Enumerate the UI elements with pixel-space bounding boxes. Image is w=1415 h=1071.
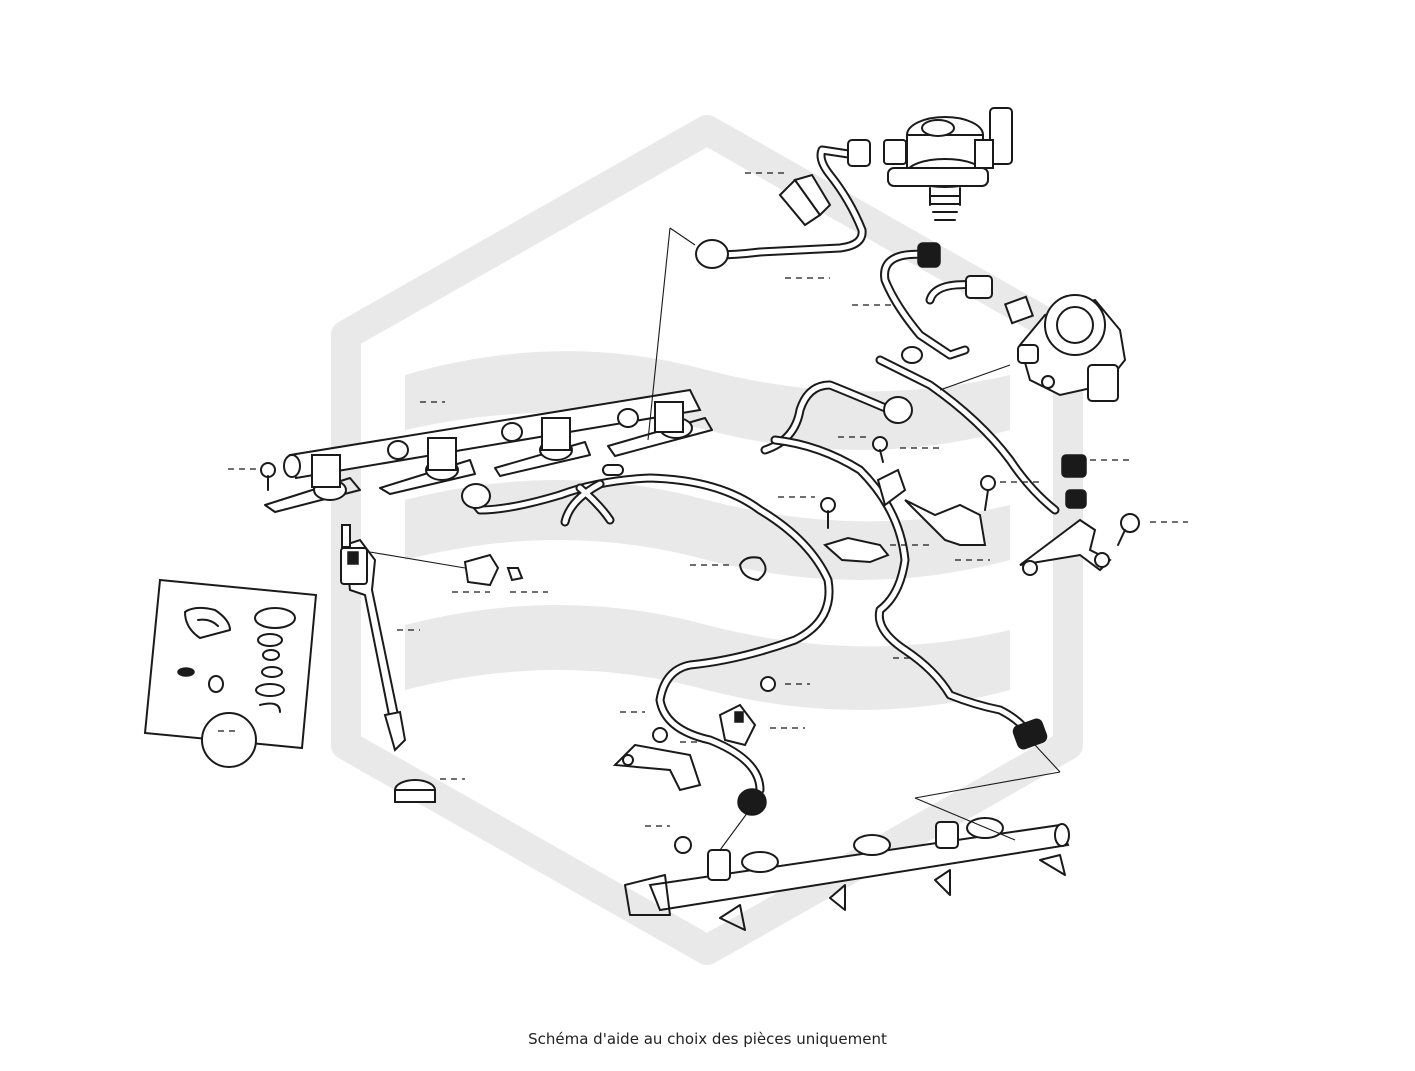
fuel-line-main[interactable] xyxy=(760,355,1060,515)
bracket-left[interactable] xyxy=(612,743,702,792)
fuel-line-lower-left[interactable] xyxy=(461,473,834,816)
seal-cap[interactable] xyxy=(463,553,524,587)
caption: Schéma d'aide au choix des pièces unique… xyxy=(528,1030,887,1048)
reference-markers xyxy=(218,172,1188,827)
fuel-line-pump-connector[interactable] xyxy=(880,242,993,364)
injector[interactable] xyxy=(340,524,407,752)
fuel-rail-lower[interactable] xyxy=(624,817,1070,931)
high-pressure-pump-top[interactable] xyxy=(883,107,1013,221)
seal-ring-bottom[interactable] xyxy=(394,779,436,803)
clamp-small[interactable] xyxy=(822,536,890,564)
fuel-line-upper-left[interactable] xyxy=(695,139,871,269)
leader-lines xyxy=(369,227,1061,851)
clamp-pipe[interactable] xyxy=(778,173,832,227)
fuel-rail-upper[interactable] xyxy=(264,388,713,513)
bracket-mount[interactable] xyxy=(904,499,987,546)
bracket-right[interactable] xyxy=(1019,518,1112,576)
high-pressure-pump-right[interactable] xyxy=(1003,294,1127,402)
fuel-line-lower-right[interactable] xyxy=(770,435,1048,750)
clamp-mid[interactable] xyxy=(718,703,757,747)
bolt-set[interactable] xyxy=(260,436,1140,854)
clip-pipe[interactable] xyxy=(739,556,767,581)
seal-kit-box[interactable] xyxy=(143,578,318,768)
